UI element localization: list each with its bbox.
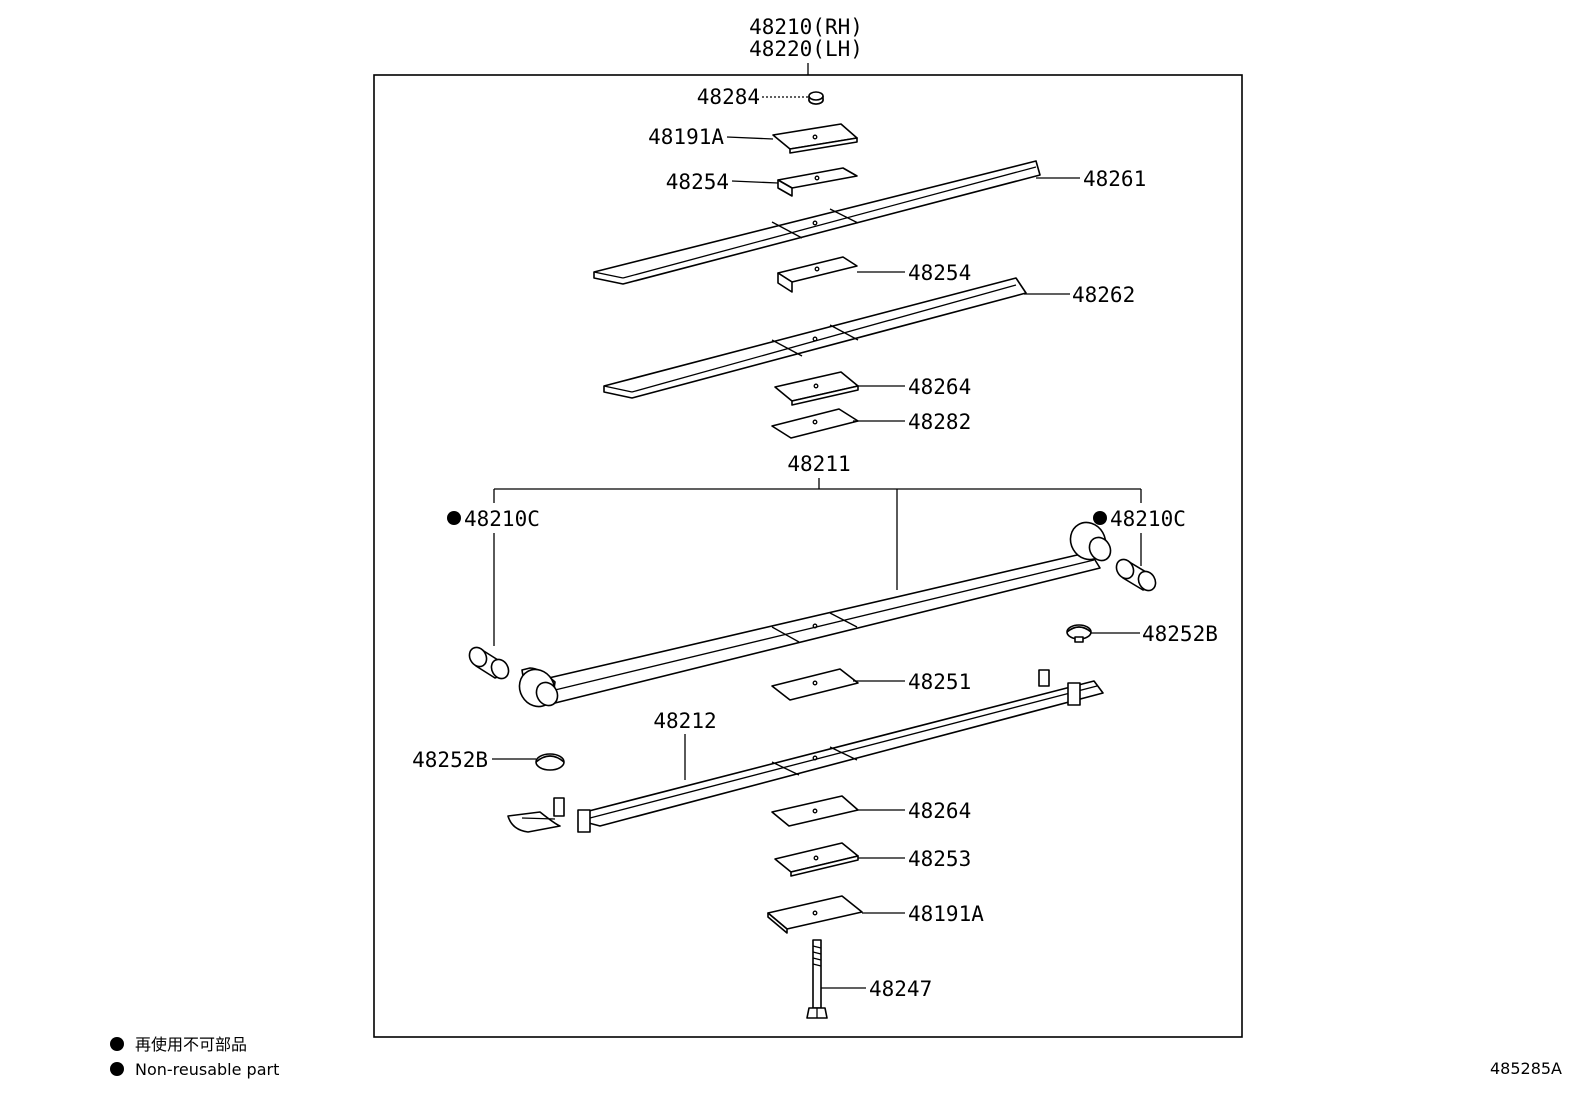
label-48282[interactable]: 48282 (908, 410, 971, 434)
label-48191a-bottom[interactable]: 48191A (908, 902, 984, 926)
clip-48191a-top[interactable] (772, 123, 858, 154)
label-48252b-left[interactable]: 48252B (412, 748, 488, 772)
figure-code: 485285A (1490, 1059, 1562, 1078)
bracket-48211 (493, 478, 1142, 590)
bushing-48210c-right[interactable] (1113, 556, 1159, 593)
clip-48191a-bottom[interactable] (767, 895, 863, 934)
spacer-48284[interactable] (808, 91, 824, 105)
clip-48254-mid[interactable] (777, 256, 858, 293)
non-reusable-mark-right (1093, 511, 1107, 525)
label-48247[interactable]: 48247 (869, 977, 932, 1001)
non-reusable-mark-left (447, 511, 461, 525)
label-48210c-left[interactable]: 48210C (464, 507, 540, 531)
plate-48253[interactable] (774, 842, 859, 877)
assembly-label-lh[interactable]: 48220(LH) (749, 37, 863, 61)
label-48253[interactable]: 48253 (908, 847, 971, 871)
label-48212[interactable]: 48212 (653, 709, 716, 733)
main-leaf-48211[interactable] (513, 516, 1115, 713)
liner-48264-top[interactable] (774, 371, 859, 406)
leaf-48261[interactable] (593, 160, 1041, 285)
label-48264-top[interactable]: 48264 (908, 375, 971, 399)
label-48284[interactable]: 48284 (697, 85, 760, 109)
bumper-48252b-left[interactable] (535, 753, 565, 771)
legend-bullet-japanese (110, 1037, 124, 1051)
label-48251[interactable]: 48251 (908, 670, 971, 694)
legend-text-japanese: 再使用不可部品 (135, 1035, 247, 1054)
label-48262[interactable]: 48262 (1072, 283, 1135, 307)
legend-text-english: Non-reusable part (135, 1060, 279, 1079)
bolt-48247[interactable] (806, 939, 828, 1019)
bumper-48252b-right[interactable] (1066, 624, 1092, 643)
bushing-48210c-left[interactable] (466, 644, 512, 681)
clip-48254-top[interactable] (777, 167, 858, 197)
label-48252b-right[interactable]: 48252B (1142, 622, 1218, 646)
label-48264-bottom[interactable]: 48264 (908, 799, 971, 823)
label-48211[interactable]: 48211 (787, 452, 850, 476)
liner-48251[interactable] (771, 668, 859, 701)
liner-48264-bottom[interactable] (771, 795, 859, 827)
leaf-48262[interactable] (603, 277, 1027, 399)
liner-48282[interactable] (771, 408, 859, 439)
leader-48254-top (731, 180, 779, 184)
label-48261[interactable]: 48261 (1083, 167, 1146, 191)
label-48254-top[interactable]: 48254 (666, 170, 729, 194)
label-48191a-top[interactable]: 48191A (648, 125, 724, 149)
legend-bullet-english (110, 1062, 124, 1076)
label-48210c-right[interactable]: 48210C (1110, 507, 1186, 531)
label-48254-mid[interactable]: 48254 (908, 261, 971, 285)
leader-48191a-top (726, 136, 774, 140)
leaf-48212[interactable] (507, 669, 1104, 833)
assembly-label-rh[interactable]: 48210(RH) (749, 15, 863, 39)
